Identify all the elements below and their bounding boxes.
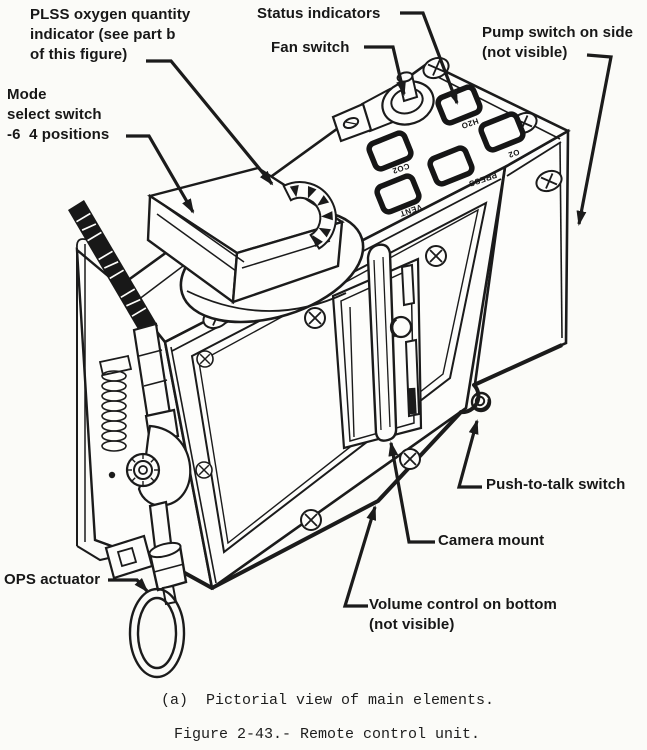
screw-icon (196, 350, 214, 368)
indicator-window-h2o: H2O (436, 85, 481, 130)
mode-position-scale-icon (282, 181, 337, 250)
leader-camera (388, 441, 435, 544)
callout-fan-label: Fan switch (271, 39, 350, 56)
front-face (163, 164, 507, 591)
fan-switch-icon (331, 71, 435, 143)
leader-fan (364, 45, 406, 96)
leader-status (400, 11, 459, 105)
indicator-window-o2: O2 (479, 112, 524, 160)
callout-ptt-label: Push-to-talk switch (486, 476, 626, 493)
caption-figure: Figure 2-43.- Remote control unit. (174, 726, 481, 743)
ops-actuator-assembly-icon (68, 200, 192, 679)
leader-ops (108, 578, 149, 593)
indicator-label-o2: O2 (507, 147, 521, 159)
screw-icon (304, 307, 326, 329)
spring-coil (101, 370, 127, 452)
callout-camera-label: Camera mount (438, 532, 545, 549)
bottom-edge (182, 343, 563, 590)
caption-part: (a) Pictorial view of main elements. (161, 692, 495, 709)
leader-lines (108, 11, 613, 608)
callout-mode-label: Mode select switch -6 4 positions (7, 86, 110, 143)
indicator-window-co2: CO2 (367, 131, 412, 176)
callout-ops-label: OPS actuator (4, 571, 101, 588)
leader-ptt (456, 419, 482, 489)
screw-icon (195, 461, 213, 479)
callout-plss-label: PLSS oxygen quantity indicator (see part… (30, 6, 191, 63)
callout-status-label: Status indicators (257, 5, 381, 22)
screw-icon (300, 509, 322, 531)
callout-volume-label: Volume control on bottom (not visible) (369, 596, 557, 633)
leader-mode (126, 134, 195, 214)
camera-mount-icon (331, 243, 423, 450)
leader-volume (342, 505, 377, 608)
leader-plss (146, 59, 274, 186)
screw-icon (425, 245, 447, 267)
pull-ring-icon (128, 587, 186, 679)
screw-icon (399, 448, 421, 470)
leader-pump (576, 53, 613, 226)
callout-pump-label: Pump switch on side (not visible) (482, 24, 634, 61)
